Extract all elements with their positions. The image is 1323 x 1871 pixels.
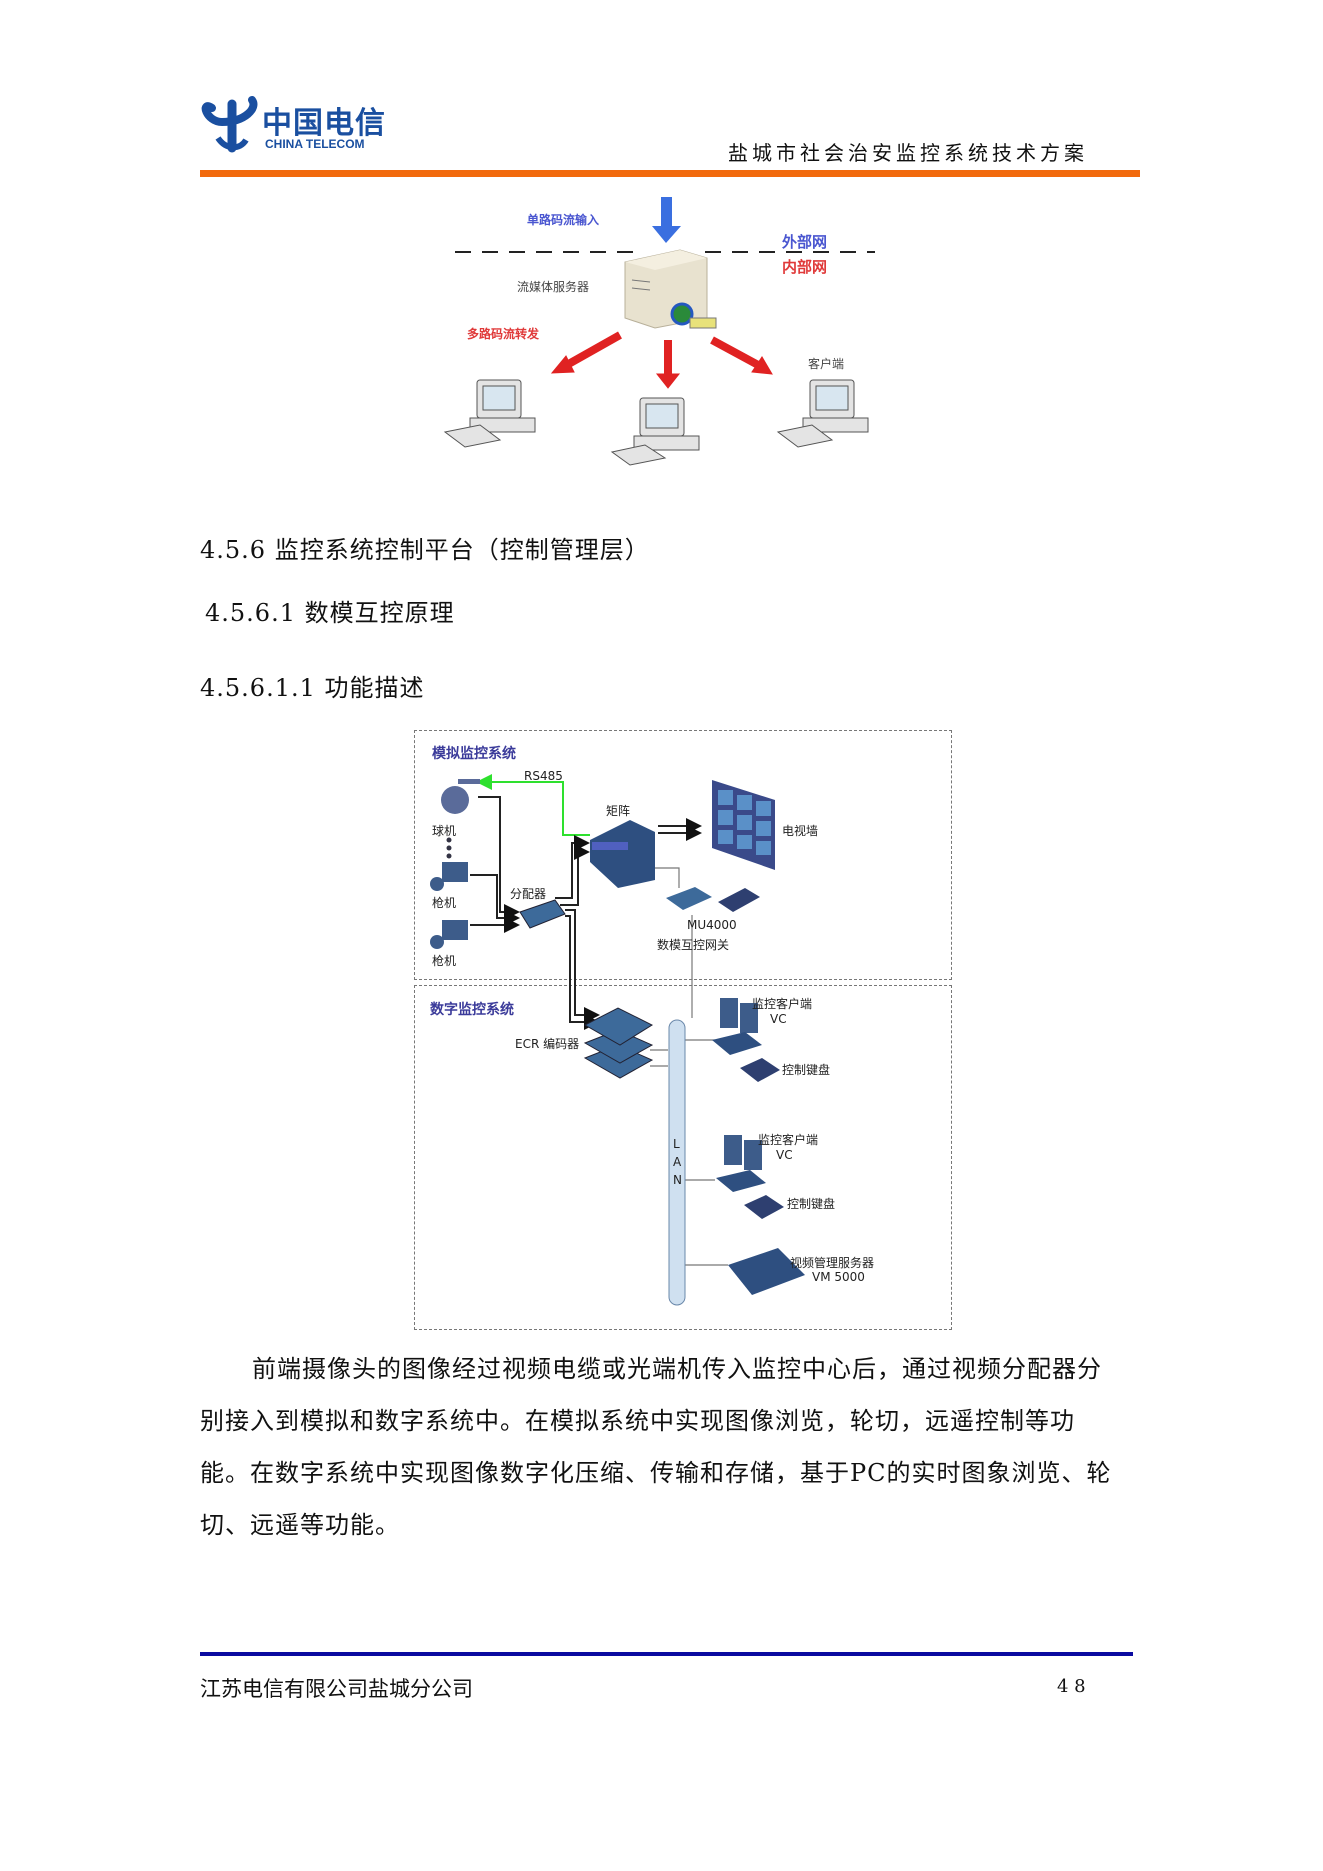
footer-company: 江苏电信有限公司盐城分公司	[200, 1677, 473, 1701]
logo-text-en: CHINA TELECOM	[265, 137, 365, 151]
external-net-label: 外部网	[782, 233, 828, 251]
server-icon	[624, 249, 717, 329]
section-heading-4-5-6: 4.5.6 监控系统控制平台（控制管理层）	[200, 536, 650, 564]
header-divider	[200, 170, 1140, 177]
keyboard-icon	[744, 1195, 784, 1219]
lan-bus-icon	[668, 1019, 686, 1306]
gun-camera-label: 枪机	[432, 954, 457, 968]
logo-text-cn: 中国电信	[262, 106, 386, 141]
dome-camera-label: 球机	[432, 824, 457, 838]
lan-letter: N	[673, 1173, 682, 1187]
analog-system-title: 模拟监控系统	[432, 746, 516, 762]
document-title: 盐城市社会治安监控系统技术方案	[728, 141, 1088, 165]
matrix-label: 矩阵	[606, 804, 631, 818]
internal-net-label: 内部网	[782, 258, 828, 276]
footer-divider	[200, 1652, 1133, 1656]
server-label: 流媒体服务器	[517, 280, 590, 294]
forward-label: 多路码流转发	[467, 327, 540, 341]
keyboard-icon	[718, 888, 760, 912]
client-workstation-icon	[712, 998, 762, 1055]
gun-camera-label: 枪机	[432, 896, 457, 910]
lan-letter: A	[673, 1155, 682, 1169]
keyboard1-label: 控制键盘	[782, 1063, 831, 1077]
vm-model-label: VM 5000	[812, 1270, 865, 1284]
forward-arrows-icon	[550, 331, 773, 389]
gun-camera-icon	[430, 920, 468, 949]
keyboard-icon	[740, 1058, 780, 1082]
gateway-model-label: MU4000	[687, 918, 737, 932]
client-pc-icon	[443, 379, 869, 466]
splitter-icon	[519, 899, 566, 929]
splitter-label: 分配器	[510, 887, 547, 901]
digital-system-title: 数字监控系统	[430, 1002, 514, 1018]
encoder-icon	[583, 1007, 654, 1079]
client2-name-label: 监控客户端	[758, 1133, 819, 1147]
input-label: 单路码流输入	[527, 213, 600, 227]
digital-system-box	[414, 985, 952, 1330]
tv-wall-label: 电视墙	[782, 824, 819, 838]
matrix-icon	[590, 820, 655, 888]
section-heading-4-5-6-1: 4.5.6.1 数模互控原理	[205, 599, 455, 627]
section-heading-4-5-6-1-1: 4.5.6.1.1 功能描述	[200, 674, 425, 702]
lan-letter: L	[673, 1137, 680, 1151]
gun-camera-icon	[430, 862, 468, 891]
client-workstation-icon	[716, 1135, 766, 1192]
ellipsis-dots-icon	[446, 837, 452, 859]
body-paragraph: 前端摄像头的图像经过视频电缆或光端机传入监控中心后，通过视频分配器分别接入到模拟…	[200, 1355, 1112, 1539]
vm-name-label: 视频管理服务器	[790, 1256, 875, 1270]
tv-wall-icon	[712, 780, 775, 870]
gateway-icon	[666, 887, 712, 910]
gateway-name-label: 数模互控网关	[657, 938, 730, 952]
keyboard2-label: 控制键盘	[787, 1197, 836, 1211]
page-number: 4 8	[1057, 1676, 1086, 1697]
control-diagram-graphics	[430, 774, 805, 1306]
vm-server-icon	[728, 1248, 805, 1295]
client1-model-label: VC	[770, 1012, 787, 1026]
client2-model-label: VC	[776, 1148, 793, 1162]
streaming-diagram-graphics	[443, 197, 875, 466]
input-arrow-icon	[652, 197, 681, 243]
client1-name-label: 监控客户端	[752, 997, 813, 1011]
analog-system-box	[414, 730, 952, 980]
encoder-label: ECR 编码器	[515, 1037, 580, 1051]
rs485-label: RS485	[524, 769, 563, 783]
client-label: 客户端	[808, 357, 845, 371]
dome-camera-icon	[441, 779, 480, 814]
